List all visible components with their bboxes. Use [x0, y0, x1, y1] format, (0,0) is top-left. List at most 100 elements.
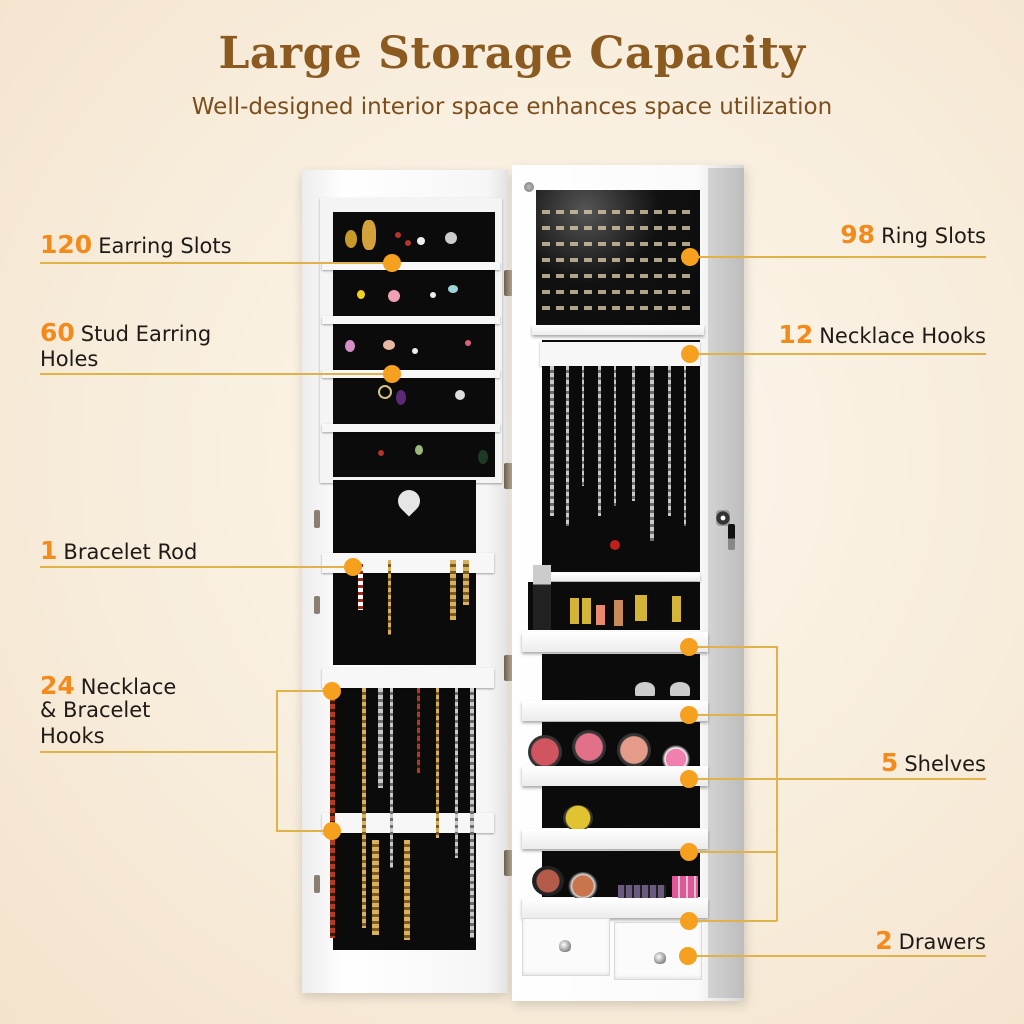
makeup-compact — [532, 866, 564, 896]
lipstick — [635, 595, 647, 621]
callout-dot — [383, 365, 401, 383]
shelf-2 — [522, 701, 708, 721]
earring — [412, 348, 418, 354]
necklace — [330, 688, 335, 938]
callout-number: 2 — [875, 926, 893, 955]
lock-icon[interactable] — [716, 510, 730, 526]
earring — [417, 237, 425, 245]
bracket-line — [276, 690, 278, 832]
shelf-divider — [540, 573, 700, 581]
earring — [388, 290, 400, 302]
ring-row — [542, 290, 694, 294]
connector-line — [40, 262, 392, 264]
earring — [378, 385, 392, 399]
earring-bar — [322, 424, 500, 432]
callout-number: 60 — [40, 318, 75, 347]
necklace — [598, 366, 601, 516]
drawer-knob-icon — [654, 952, 666, 964]
earring-bar — [322, 370, 500, 378]
necklace — [566, 366, 569, 526]
tiara — [670, 682, 690, 696]
connector-line — [688, 955, 986, 957]
earring-bar — [322, 316, 500, 324]
necklace — [650, 366, 654, 541]
callout-dot — [680, 912, 698, 930]
makeup-compact — [568, 872, 598, 900]
callout-dot — [681, 345, 699, 363]
necklace — [684, 366, 686, 526]
lipstick — [582, 598, 591, 624]
ring-row — [542, 306, 694, 310]
necklace-hook-bar-bottom — [322, 813, 494, 833]
necklace-hook-bar — [540, 342, 700, 366]
bracelet — [463, 560, 469, 605]
callout-dot — [344, 558, 362, 576]
makeup-compact — [528, 735, 562, 769]
tiara — [635, 682, 655, 696]
bracket-line — [689, 646, 777, 648]
necklace — [550, 366, 554, 516]
earring — [415, 445, 423, 455]
callout-dot — [679, 947, 697, 965]
connector-line — [690, 256, 986, 258]
earring — [345, 230, 357, 248]
ring-row — [542, 274, 694, 278]
lipstick — [596, 605, 605, 625]
eyeshadow-palette — [672, 876, 698, 902]
callout-dot — [323, 822, 341, 840]
bracelet — [388, 560, 391, 635]
ring-row — [542, 258, 694, 262]
makeup-compact — [572, 730, 606, 764]
callout-label: Necklace — [80, 675, 177, 699]
earring — [383, 340, 395, 350]
door-catch — [314, 596, 320, 614]
page-subtitle: Well-designed interior space enhances sp… — [191, 94, 833, 120]
pendant — [610, 540, 620, 550]
necklace — [632, 366, 635, 501]
makeup-compact — [563, 805, 593, 831]
necklace — [582, 366, 584, 486]
callout-dot — [680, 843, 698, 861]
callout-number: 120 — [40, 230, 93, 259]
earring — [395, 232, 401, 238]
connector-line — [40, 566, 353, 568]
bracket-line — [689, 920, 777, 922]
necklace — [668, 366, 671, 516]
perfume-bottle — [533, 565, 551, 630]
callout-dot — [681, 248, 699, 266]
bracket-line — [276, 830, 332, 832]
callout-label: Shelves — [904, 752, 986, 776]
earring — [465, 340, 471, 346]
earring — [357, 290, 365, 299]
shelf-5 — [522, 898, 708, 918]
cabinet-side — [708, 168, 744, 998]
eyeshadow-palette — [618, 885, 666, 899]
callout-label: Necklace Hooks — [819, 324, 986, 348]
bracelet — [450, 560, 456, 620]
necklace-hook-bar-top — [322, 668, 494, 688]
callout-number: 98 — [840, 220, 876, 249]
earring — [345, 340, 355, 352]
callout-label: Hooks — [40, 724, 105, 748]
connector-line — [690, 353, 986, 355]
earring — [378, 450, 384, 456]
callout-number: 24 — [40, 671, 75, 700]
shelf-3 — [522, 766, 708, 786]
makeup-compact — [617, 733, 651, 767]
earring — [445, 232, 457, 244]
page-title: Large Storage Capacity — [218, 28, 806, 79]
necklace — [436, 688, 439, 838]
earring — [455, 390, 465, 400]
earring — [478, 450, 488, 464]
necklace — [417, 688, 420, 773]
earring-panel-4 — [333, 378, 495, 424]
callout-dot — [383, 254, 401, 272]
connector-line — [40, 373, 392, 375]
callout-label: Holes — [40, 347, 99, 371]
callout-label: Stud Earring — [80, 322, 212, 346]
necklace — [362, 688, 366, 928]
necklace — [372, 840, 379, 935]
